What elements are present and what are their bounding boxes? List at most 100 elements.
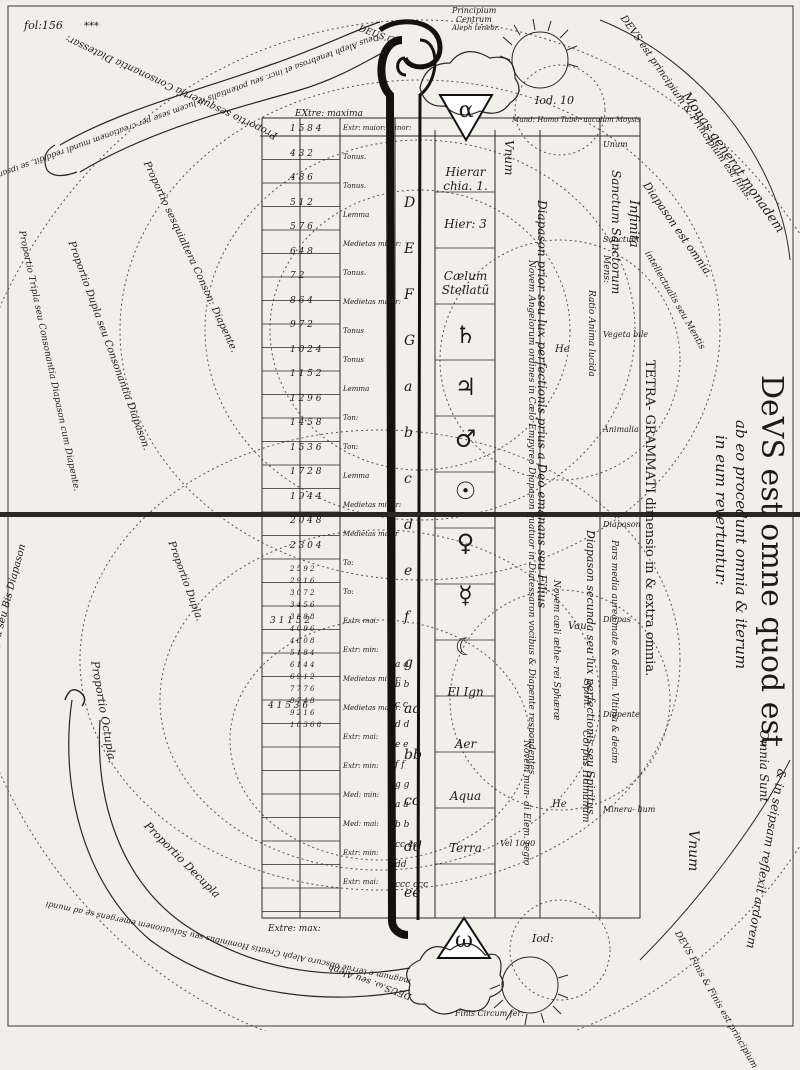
note-letter: a [404, 379, 413, 395]
novem-coeli-col: Novem cæli æthe- rei Sphæræ [551, 580, 561, 721]
note-letter: dd [404, 839, 422, 855]
he-bottom-label: He [552, 799, 567, 810]
right-column-cell: Diapas [603, 615, 631, 624]
side-number: 3 1 1 5 2 [270, 616, 311, 626]
interval-label: Extr: mai: [343, 617, 379, 625]
right-column-cell: Diapason [603, 520, 641, 529]
sphere-cell: ☾ [454, 633, 477, 661]
page-fold [0, 512, 800, 517]
interval-label: Medietas minor: [343, 501, 402, 509]
right-column-cell: Vegeta bile [603, 330, 649, 339]
interval-label: To: [343, 588, 354, 596]
sphere-cell: Terra [449, 841, 482, 855]
pars-media-col: Pars media aurea mate & decim. Vltima & … [609, 540, 619, 764]
interval-label: Tonus. [343, 182, 367, 190]
interval-label: Medietas minor: [343, 675, 402, 683]
interval-label: Extr: min: [343, 849, 379, 857]
finis-label: Finis Circum fer: [455, 1009, 524, 1018]
title-line-3: in eum revertuntur: [712, 435, 730, 586]
principium-label: Principium [452, 6, 497, 15]
ratio-number: 5 7 6 [290, 222, 313, 232]
note-letter-small: ccc ccc [395, 880, 429, 890]
sphere-cell: Hierar chia. 1. [443, 165, 488, 193]
note-letter: cc [404, 793, 420, 809]
novem-angelorum-col: Novem Angelorum ordines in Cælo Empyreo … [526, 260, 536, 778]
ratio-number: 3 0 7 2 [290, 589, 315, 597]
diapason-prior-col: Diapason prior seu lux perfectionis priu… [535, 200, 549, 608]
interval-label: Extr: min: [343, 646, 379, 654]
interval-label: Ton: [343, 443, 359, 451]
note-letter-small: dd [395, 860, 407, 870]
iod-top-label: Iod. 10 [535, 94, 574, 107]
interval-label: Extr: min: [343, 762, 379, 770]
interval-label: Medietas maior: [343, 704, 401, 712]
sphere-cell: ☿ [458, 581, 473, 609]
sphere-cell: Hier: 3 [444, 217, 487, 231]
interval-label: Medietas maior [343, 530, 399, 538]
ratio-number: 4 0 9 6 [290, 625, 315, 633]
ratio-number: 2 5 9 2 [290, 565, 315, 573]
right-column-cell: Minera- lium [603, 805, 656, 814]
interval-label: Med: min: [343, 791, 380, 799]
tetragrammati-col: TETRA- GRAMMATI dimensio in & extra omni… [642, 360, 657, 677]
extre-max-bottom: Extre: max: [268, 924, 321, 934]
diagram-linework [0, 5, 800, 1031]
ratio-number: 3 8 8 8 [290, 613, 315, 621]
interval-label: Tonus. [343, 153, 367, 161]
vnum-col: Vnum [502, 140, 516, 176]
interval-label: Lemma [343, 385, 370, 393]
sphere-cell: Cælum Stellatũ [441, 269, 490, 297]
folio-number: fol:156 [24, 19, 63, 32]
monochord-diagram: fol:156 *** Principium Centrum Aleph ten… [0, 5, 800, 1070]
deus-title: DeVS est omne quod est [754, 375, 789, 747]
ratio-number: 2 0 4 8 [290, 516, 322, 526]
vel-label: Vel 1000 [500, 839, 536, 848]
vau-label: Vau [568, 621, 587, 632]
aleph-label: Aleph tenebr. [452, 24, 500, 32]
note-letter-small: a a [395, 660, 409, 670]
iod-bottom-label: Iod: [532, 932, 554, 945]
note-letter: c [404, 471, 412, 487]
note-letter: b [404, 425, 413, 441]
sphere-cell: Aer [454, 737, 477, 751]
ratio-number: 6 1 4 4 [290, 661, 315, 669]
ratio-number: 8 6 4 [290, 295, 313, 306]
interval-label: Lemma [343, 472, 370, 480]
alpha-glyph: α [458, 98, 474, 123]
interval-label: Medietas minor: [343, 240, 402, 248]
ratio-number: 9 2 1 6 [290, 709, 315, 717]
ratio-number: 1 5 8 4 [290, 124, 322, 134]
ratio-number: 1 4 5 8 [290, 418, 322, 428]
title-line-2: ab eo procedunt omnia & iterum [732, 420, 750, 670]
note-letter-small: f f [395, 760, 405, 770]
right-column-cell: Diapente [603, 710, 640, 719]
note-letter-small: g g [395, 780, 410, 790]
omega-glyph: ω [455, 928, 473, 953]
note-letter: bb [404, 747, 422, 763]
ratio-number: 2 9 1 6 [290, 577, 315, 585]
interval-label: Lemma [343, 211, 370, 219]
interval-label: Tonus [343, 356, 364, 364]
right-column-cell: Unum [603, 140, 628, 149]
interval-label: Tonus [343, 327, 364, 335]
interval-label: Medietas maior: [343, 298, 401, 306]
sphere-cell: ♀ [456, 529, 475, 557]
note-letter: E [404, 241, 415, 257]
ratio-number: 4 3 2 [290, 148, 313, 159]
ratio-number: 4 6 0 8 [290, 637, 315, 645]
note-letter-small: b b [395, 820, 410, 830]
ratio-number: 8 7 4 8 [290, 697, 315, 705]
ratio-number: 5 1 8 4 [290, 649, 315, 657]
hierarchy-row: Mund: Homo Taber naculum Moysis [512, 116, 641, 124]
ratio-number: 4 8 6 [290, 173, 313, 183]
interval-label: Extr: mai: [343, 733, 379, 741]
ratio-number: 1 9 4 4 [290, 491, 322, 502]
omnia-label: Omnia Sunt [757, 730, 771, 803]
edge-number: 4 1 5 3 6 [268, 701, 309, 711]
ratio-col: Ratio Anima lucida [586, 290, 596, 377]
interval-label: Extr: mai: [343, 878, 379, 886]
ratio-number: 5 1 2 [290, 197, 313, 208]
corpus-col: Corpus Humanum [580, 730, 591, 823]
he-top-label: He [555, 344, 570, 355]
note-letter-small: a a [395, 800, 409, 810]
